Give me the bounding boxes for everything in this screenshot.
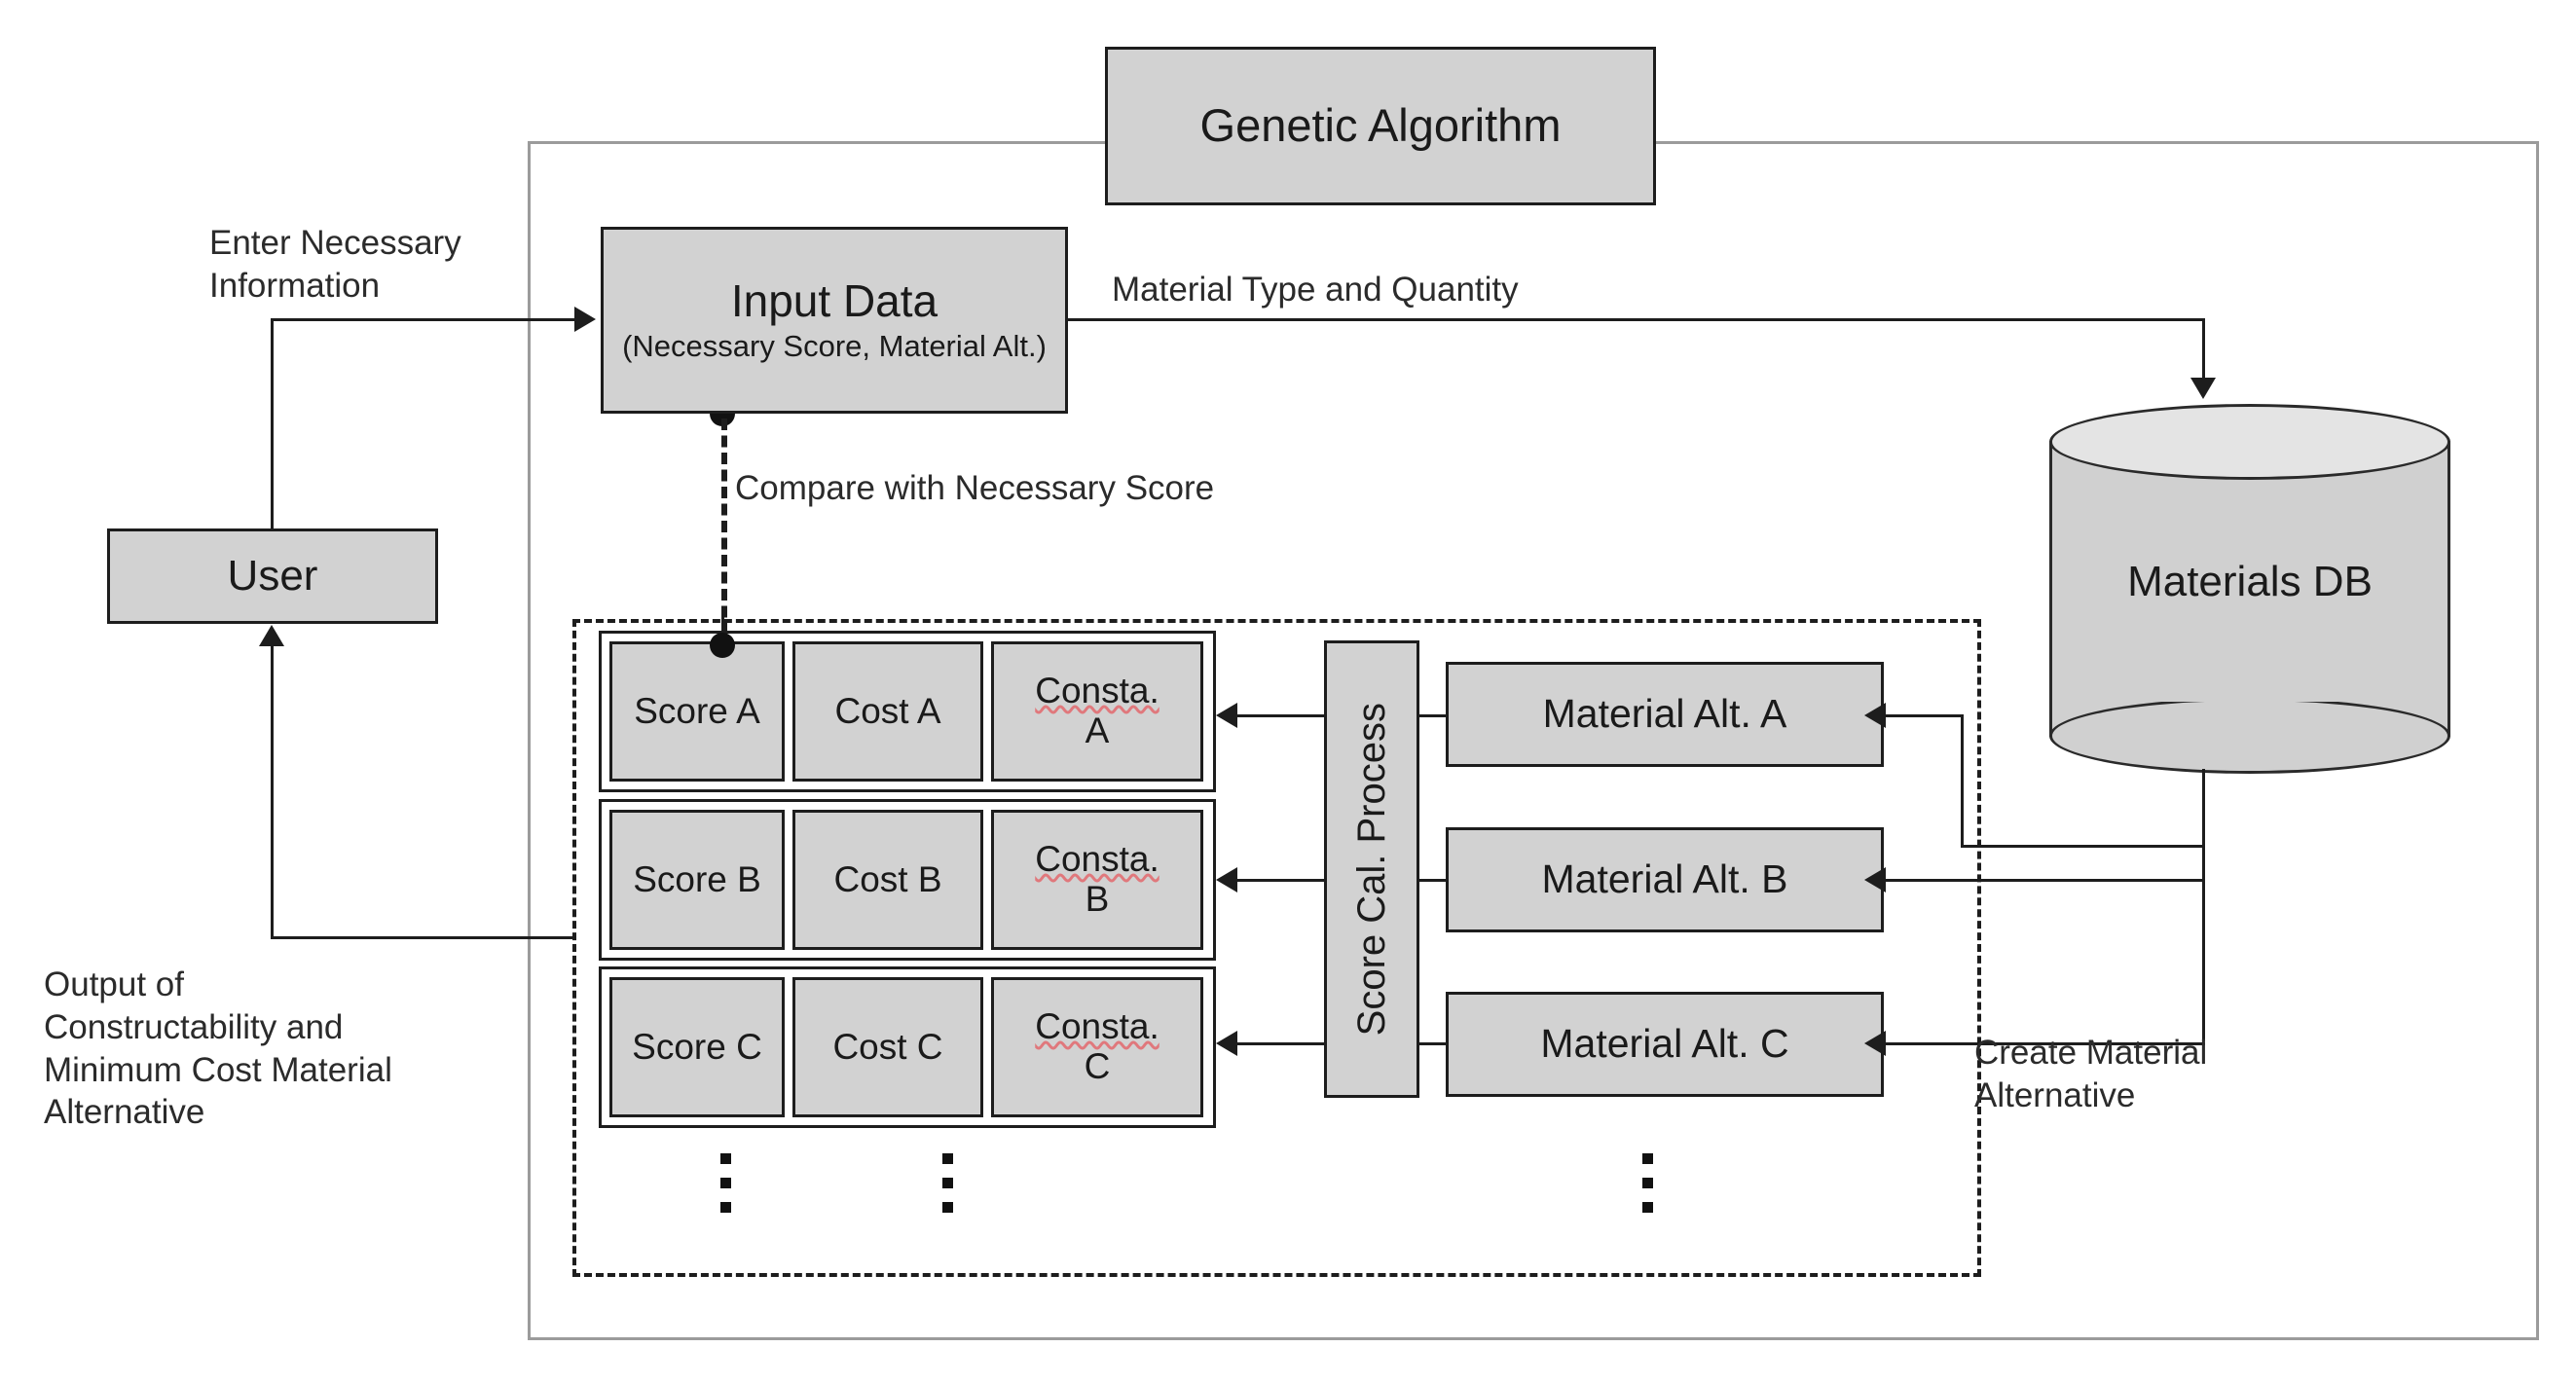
score-cal-process-label: Score Cal. Process [1349, 702, 1393, 1037]
output-to-user-vertical [271, 646, 274, 938]
cell-consta-b-suffix: B [1085, 879, 1110, 919]
material-alt-a-box[interactable]: Material Alt. A [1446, 662, 1884, 767]
material-alt-c-label: Material Alt. C [1540, 1021, 1789, 1067]
cell-cost-c[interactable]: Cost C [792, 977, 983, 1117]
cost-column-ellipsis [942, 1153, 954, 1226]
table-row: Score A Cost A Consta. A [599, 631, 1216, 792]
arrow-into-consta-a [1216, 703, 1237, 728]
process-to-row-b [1237, 879, 1325, 882]
cell-consta-c-suffix: C [1084, 1046, 1111, 1086]
user-label: User [227, 552, 318, 601]
cell-score-a-label: Score A [634, 690, 760, 731]
arrow-into-material-alt-b [1864, 867, 1886, 892]
genetic-algorithm-label: Genetic Algorithm [1199, 99, 1562, 152]
input-to-db-vertical [2202, 318, 2205, 382]
cell-cost-a-label: Cost A [834, 690, 941, 731]
label-output-of-constructability: Output of Constructability and Minimum C… [44, 965, 392, 1132]
score-cal-process-box[interactable]: Score Cal. Process [1324, 640, 1419, 1098]
compare-dashed-connector [721, 419, 727, 635]
user-box[interactable]: User [107, 528, 438, 624]
arrow-into-material-alt-c [1864, 1031, 1886, 1056]
input-data-box[interactable]: Input Data (Necessary Score, Material Al… [601, 227, 1068, 414]
db-branch-a-stub [1886, 714, 1963, 717]
label-create-material-alternative: Create Material Alternative [1974, 1034, 2208, 1114]
user-to-input-horizontal [271, 318, 574, 321]
db-to-alts-vertical [2202, 769, 2205, 1041]
cell-cost-a[interactable]: Cost A [792, 641, 983, 782]
cell-score-a[interactable]: Score A [609, 641, 785, 782]
cell-consta-a-word: Consta. [1035, 671, 1159, 711]
cell-consta-b[interactable]: Consta. B [991, 810, 1203, 950]
genetic-algorithm-box[interactable]: Genetic Algorithm [1105, 47, 1656, 205]
cell-consta-c-word: Consta. [1035, 1006, 1159, 1047]
cylinder-top-ellipse [2049, 404, 2450, 480]
material-alt-b-label: Material Alt. B [1541, 856, 1788, 902]
arrow-into-input-data [574, 307, 596, 332]
input-data-title: Input Data [730, 274, 938, 326]
alt-a-to-process [1418, 714, 1448, 717]
materials-db-label: Materials DB [2127, 558, 2373, 605]
label-material-type-and-quantity: Material Type and Quantity [1112, 271, 1519, 309]
arrow-into-consta-c [1216, 1031, 1237, 1056]
cell-cost-b-label: Cost B [833, 858, 942, 899]
cell-cost-b[interactable]: Cost B [792, 810, 983, 950]
input-data-subtitle: (Necessary Score, Material Alt.) [622, 329, 1047, 364]
cell-consta-c[interactable]: Consta. C [991, 977, 1203, 1117]
label-compare-with-necessary-score: Compare with Necessary Score [735, 469, 1215, 507]
cylinder-bottom-mask [2052, 659, 2447, 702]
population-dashed-frame [572, 619, 1981, 1277]
arrow-into-consta-b [1216, 867, 1237, 892]
db-branch-a-vertical [1961, 714, 1964, 847]
cell-score-b-label: Score B [633, 858, 761, 899]
arrow-into-user [259, 625, 284, 646]
db-branch-a-horizontal [1961, 845, 2204, 848]
cell-score-c[interactable]: Score C [609, 977, 785, 1117]
label-enter-necessary-information: Enter Necessary Information [209, 224, 461, 305]
cell-cost-c-label: Cost C [832, 1026, 943, 1067]
alt-b-to-process [1418, 879, 1448, 882]
process-to-row-c [1237, 1042, 1325, 1045]
process-to-row-a [1237, 714, 1325, 717]
db-branch-b-horizontal [1886, 879, 2205, 882]
table-row: Score C Cost C Consta. C [599, 966, 1216, 1128]
cell-consta-b-word: Consta. [1035, 839, 1159, 880]
material-alt-b-box[interactable]: Material Alt. B [1446, 827, 1884, 932]
cylinder-bottom-ellipse [2049, 698, 2450, 774]
score-column-ellipsis [720, 1153, 732, 1226]
material-alt-c-box[interactable]: Material Alt. C [1446, 992, 1884, 1097]
material-alt-a-label: Material Alt. A [1542, 691, 1787, 737]
output-to-user-horizontal [271, 936, 574, 939]
cell-score-c-label: Score C [632, 1026, 762, 1067]
alt-c-to-process [1418, 1042, 1448, 1045]
input-to-db-horizontal [1068, 318, 2205, 321]
cell-score-b[interactable]: Score B [609, 810, 785, 950]
user-to-input-vertical [271, 318, 274, 530]
db-branch-c-horizontal [1886, 1042, 2205, 1045]
cell-consta-a[interactable]: Consta. A [991, 641, 1203, 782]
materials-db-cylinder[interactable]: Materials DB [2049, 404, 2450, 774]
material-alt-ellipsis [1642, 1153, 1654, 1226]
arrow-into-material-alt-a [1864, 703, 1886, 728]
compare-junction-dot-bottom [710, 633, 735, 658]
compare-stub-lower [721, 613, 724, 646]
arrow-into-materials-db [2190, 378, 2216, 399]
cell-consta-a-suffix: A [1085, 710, 1110, 750]
table-row: Score B Cost B Consta. B [599, 799, 1216, 961]
